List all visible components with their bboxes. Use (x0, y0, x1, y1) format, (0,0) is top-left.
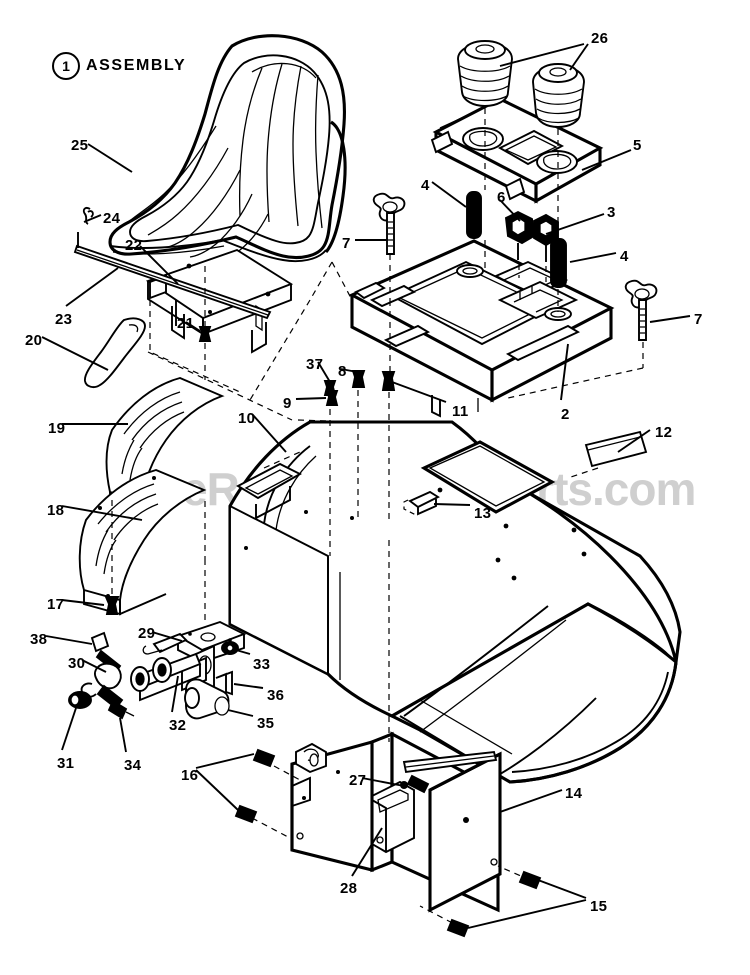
callout-10[interactable]: 10 (238, 410, 256, 427)
callout-37[interactable]: 37 (306, 356, 324, 373)
callout-11[interactable]: 11 (452, 403, 469, 420)
callout-7b[interactable]: 7 (694, 311, 703, 328)
callout-16[interactable]: 16 (181, 767, 199, 784)
decal-strip (584, 430, 648, 468)
seat-pan-part (348, 239, 615, 418)
screw-9 (325, 390, 339, 406)
assembly-title: ASSEMBLY (86, 57, 187, 74)
fender-pad-strip (84, 317, 146, 389)
fender-hood-assembly (228, 420, 682, 784)
callout-9[interactable]: 9 (283, 395, 292, 412)
callout-5[interactable]: 5 (633, 137, 642, 154)
rubber-bumper-left (457, 40, 513, 107)
callout-33[interactable]: 33 (253, 656, 271, 673)
callout-6[interactable]: 6 (497, 189, 506, 206)
knob-bolt-right (624, 279, 658, 341)
leader-lines (41, 43, 691, 929)
callout-35[interactable]: 35 (257, 715, 275, 732)
callout-26[interactable]: 26 (591, 30, 609, 47)
callout-15[interactable]: 15 (590, 898, 608, 915)
bumper-bracket-plate (430, 97, 604, 204)
callout-21[interactable]: 21 (177, 315, 195, 332)
knob-bolt-left (372, 192, 406, 255)
callout-19[interactable]: 19 (48, 420, 66, 437)
screw-21 (198, 326, 212, 342)
linkage-assembly (68, 620, 247, 720)
fender-pad-19 (105, 376, 225, 516)
callout-22[interactable]: 22 (125, 237, 143, 254)
assembly-badge-number: 1 (52, 52, 80, 80)
seat-cushion-part (108, 34, 347, 263)
callout-30[interactable]: 30 (68, 655, 86, 672)
screw-11 (381, 371, 396, 391)
spring-left (466, 191, 482, 239)
seat-pivot-rod (73, 207, 272, 320)
callout-18[interactable]: 18 (47, 502, 65, 519)
callout-27[interactable]: 27 (349, 772, 367, 789)
screw-17 (104, 596, 120, 615)
fender-pad-18 (78, 468, 207, 616)
callout-31[interactable]: 31 (57, 755, 75, 772)
callout-25[interactable]: 25 (71, 137, 89, 154)
callout-3[interactable]: 3 (607, 204, 616, 221)
callout-12[interactable]: 12 (655, 424, 673, 441)
callout-17[interactable]: 17 (47, 596, 65, 613)
left-side-bracket (234, 739, 374, 872)
callout-14[interactable]: 14 (565, 785, 583, 802)
callout-4a[interactable]: 4 (421, 177, 430, 194)
spring-right (550, 238, 567, 288)
callout-38[interactable]: 38 (30, 631, 48, 648)
battery-box-assembly (370, 731, 542, 938)
callout-2[interactable]: 2 (561, 406, 570, 423)
callout-29[interactable]: 29 (138, 625, 156, 642)
callout-13[interactable]: 13 (474, 505, 492, 522)
callout-4b[interactable]: 4 (620, 248, 629, 265)
callout-24[interactable]: 24 (103, 210, 121, 227)
seat-switch (504, 210, 559, 262)
callout-23[interactable]: 23 (55, 311, 73, 328)
callout-8[interactable]: 8 (338, 363, 347, 380)
callout-20[interactable]: 20 (25, 332, 43, 349)
alignment-axes (111, 108, 644, 929)
callout-7a[interactable]: 7 (342, 235, 351, 252)
rubber-bumper-right (532, 63, 585, 128)
callout-28[interactable]: 28 (340, 880, 358, 897)
callout-34[interactable]: 34 (124, 757, 142, 774)
callout-32[interactable]: 32 (169, 717, 187, 734)
callout-36[interactable]: 36 (267, 687, 285, 704)
screw-8 (351, 370, 366, 388)
